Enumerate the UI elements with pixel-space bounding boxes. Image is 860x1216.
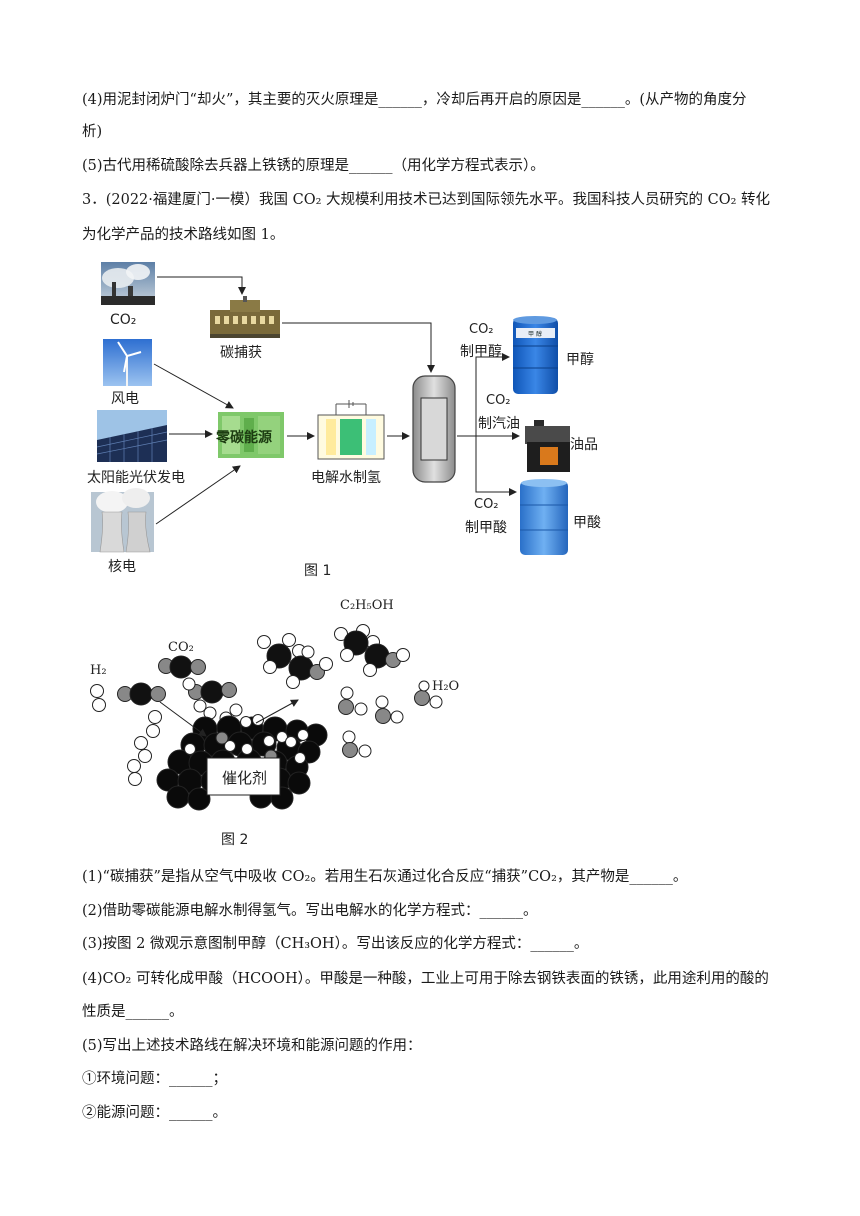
sub-question-2: (2)借助零碳能源电解水制得氢气。写出电解水的化学方程式：______。: [82, 903, 538, 919]
label-route-methanol: 制甲醇: [460, 344, 502, 360]
label-co2-molecule: CO₂: [168, 640, 194, 655]
label-solar-power: 太阳能光伏发电: [87, 470, 185, 486]
label-route-gasoline-co2: CO₂: [486, 393, 511, 408]
label-route-formic: 制甲酸: [465, 520, 507, 536]
question-5: (5)古代用稀硫酸除去兵器上铁锈的原理是______（用化学方程式表示）。: [82, 158, 545, 174]
label-water: H₂O: [432, 679, 460, 694]
label-methanol: 甲醇: [566, 352, 594, 368]
electrolysis-cell-image: [317, 400, 385, 460]
reactor-column: [412, 375, 456, 483]
figure-2-micro-diagram: [90, 624, 443, 811]
label-ethanol: C₂H₅OH: [340, 598, 394, 613]
arrow-capture-to-reactor: [282, 322, 435, 373]
label-zero-carbon-energy: 零碳能源: [216, 430, 272, 446]
sub-question-5-energy: ②能源问题：______。: [82, 1105, 227, 1121]
sub-question-3: (3)按图 2 微观示意图制甲醇（CH₃OH）。写出该反应的化学方程式：____…: [82, 936, 589, 952]
arrow-to-formic: [475, 436, 517, 496]
arrow-reactants-to-catalyst: [159, 701, 207, 737]
arrow-nuclear-to-zero: [155, 465, 241, 525]
arrow-catalyst-to-products: [255, 699, 299, 724]
carbon-capture-building-image: [210, 296, 280, 338]
figure-1-caption: 图 1: [304, 563, 332, 579]
label-wind-power: 风电: [111, 391, 139, 407]
question-4-line-2: 析): [82, 124, 103, 140]
oil-can-image: [525, 420, 570, 472]
factory-smoke-image: [101, 262, 155, 305]
figure-2-caption: 图 2: [221, 832, 249, 848]
sub-question-1: (1)“碳捕获”是指从空气中吸收 CO₂。若用生石灰通过化合反应“捕获”CO₂，…: [82, 869, 688, 885]
label-electrolysis: 电解水制氢: [311, 470, 381, 486]
label-route-formic-co2: CO₂: [474, 497, 499, 512]
label-carbon-capture: 碳捕获: [220, 345, 262, 361]
arrow-to-methanol: [475, 353, 510, 436]
label-oil-products: 油品: [570, 437, 598, 453]
label-catalyst: 催化剂: [222, 769, 268, 787]
problem-3-line-1: 3．(2022·福建厦门·一模）我国 CO₂ 大规模利用技术已达到国际领先水平。…: [82, 192, 771, 208]
sub-question-5-environment: ①环境问题：______；: [82, 1071, 227, 1087]
zero-carbon-energy-block: [218, 412, 284, 458]
wind-turbine-image: [103, 339, 152, 386]
arrow-wind-to-zero: [153, 363, 234, 409]
methanol-drum-label: 甲 醇: [528, 330, 542, 338]
label-h2: H₂: [90, 663, 107, 678]
problem-3-line-2: 为化学产品的技术路线如图 1。: [82, 227, 285, 243]
methanol-drum-image: [513, 316, 558, 394]
label-nuclear-power: 核电: [108, 559, 136, 575]
catalyst-box: [206, 757, 281, 796]
solar-panel-image: [96, 410, 168, 462]
formic-acid-drum-image: [520, 479, 568, 555]
label-route-methanol-co2: CO₂: [469, 322, 494, 337]
label-route-gasoline: 制汽油: [478, 416, 520, 432]
sub-question-4-line-1: (4)CO₂ 可转化成甲酸（HCOOH）。甲酸是一种酸，工业上可用于除去钢铁表面…: [82, 971, 769, 987]
question-4-line-1: (4)用泥封闭炉门“却火”，其主要的灭火原理是______，冷却后再开启的原因是…: [82, 92, 747, 108]
nuclear-plant-image: [91, 488, 154, 553]
label-formic-acid: 甲酸: [573, 515, 601, 531]
arrow-co2-to-capture: [157, 276, 246, 295]
sub-question-5: (5)写出上述技术路线在解决环境和能源问题的作用：: [82, 1038, 422, 1054]
label-co2: CO₂: [110, 312, 137, 328]
sub-question-4-line-2: 性质是______。: [82, 1004, 184, 1020]
